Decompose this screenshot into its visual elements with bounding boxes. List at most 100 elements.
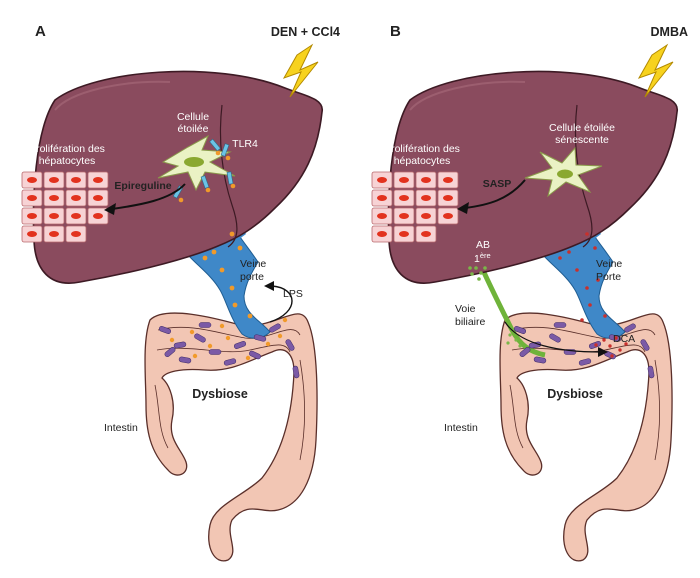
- panel-a-letter: A: [35, 23, 46, 40]
- lps-label: LPS: [283, 288, 303, 300]
- dca-label: DCA: [613, 333, 635, 345]
- lps-dot: [229, 231, 235, 237]
- hepatocyte-nucleus: [49, 231, 59, 237]
- panel-b-letter: B: [390, 23, 401, 40]
- intestine-dots-a: [169, 317, 288, 361]
- ab-label: AB: [476, 239, 490, 251]
- lps-dot: [211, 249, 217, 255]
- dca-dot: [594, 343, 598, 347]
- lps-dot: [192, 353, 198, 359]
- intestine-a: [144, 312, 318, 562]
- hepatocyte-nucleus: [399, 231, 409, 237]
- lps-dot: [245, 355, 251, 361]
- first-label: 1ère: [474, 251, 491, 265]
- hepatocyte-nucleus: [27, 231, 37, 237]
- hepatocyte-nucleus: [93, 195, 103, 201]
- prolif-a-line2: hépatocytes: [39, 155, 96, 167]
- first-num: 1: [474, 253, 480, 265]
- bile-acid-dot: [483, 266, 487, 270]
- liver-b-lobe-line: [574, 104, 593, 248]
- vein-a-line1: Veine: [240, 258, 266, 270]
- hepatocyte-nucleus: [421, 213, 431, 219]
- hepatocyte-nucleus: [443, 177, 453, 183]
- prolif-a-line1: Prolifération des: [29, 143, 105, 155]
- tlr4-receptor: [226, 171, 234, 185]
- bacterium: [198, 322, 212, 328]
- prolif-b-line2: hépatocytes: [394, 155, 451, 167]
- bacterium: [285, 339, 295, 351]
- lightning-bolt-b-icon: [637, 43, 674, 98]
- tlr4-receptor: [200, 175, 210, 189]
- hepatocyte-nucleus: [49, 195, 59, 201]
- lps-dot: [219, 323, 225, 329]
- dca-dot: [618, 348, 622, 352]
- vein-b-line1: Veine: [596, 258, 622, 270]
- hepatocyte-nucleus: [421, 195, 431, 201]
- hepatocyte-nucleus: [377, 177, 387, 183]
- hepatocyte-nucleus: [27, 195, 37, 201]
- dysbiose-b: Dysbiose: [547, 387, 603, 401]
- hepatocyte-nucleus: [71, 177, 81, 183]
- intestine-b-fold: [654, 359, 660, 461]
- hepatocyte-nucleus: [443, 213, 453, 219]
- vein-dots-a: [202, 231, 253, 319]
- intestine-a-fold: [156, 344, 291, 353]
- bile-acid-dot: [506, 341, 510, 345]
- cell-b-line1: Cellule étoilée: [549, 122, 615, 134]
- bacterium: [158, 326, 172, 334]
- dca-dot: [614, 336, 618, 340]
- stellate-nucleus-b: [557, 169, 573, 179]
- bacterium: [253, 334, 267, 342]
- bacterium: [647, 365, 655, 379]
- hepatocyte-nucleus: [399, 195, 409, 201]
- hepatocyte-nucleus: [93, 177, 103, 183]
- lps-dot: [230, 183, 236, 189]
- lps-dot: [282, 317, 288, 323]
- dca-dot: [585, 232, 589, 236]
- sasp-arrow: [464, 179, 526, 209]
- lps-dot: [265, 341, 271, 347]
- intestine-b-fold: [509, 384, 524, 449]
- lps-dot: [215, 150, 221, 156]
- lps-dot: [207, 343, 213, 349]
- lightning-bolt-a-icon: [282, 43, 319, 98]
- lps-dot: [178, 197, 184, 203]
- lps-dot: [225, 335, 231, 341]
- bile-acid-dot: [514, 338, 518, 342]
- lps-arrowhead: [264, 281, 274, 291]
- bacterium: [549, 333, 561, 343]
- bacterium: [173, 341, 187, 349]
- intestin-b: Intestin: [444, 422, 478, 434]
- liver-b-highlight: [409, 80, 526, 111]
- tlr4-receptor: [209, 138, 221, 152]
- epireguline-arrow: [111, 183, 186, 210]
- hepatocyte-nucleus: [27, 213, 37, 219]
- factor-a: Epireguline: [114, 180, 171, 192]
- panel-a: A DEN + CCl4 Prolifération des hépatocyt…: [21, 23, 340, 562]
- lps-dot: [205, 187, 211, 193]
- intestine-b-fold: [511, 344, 646, 353]
- bacterium: [194, 333, 206, 343]
- bacterium: [233, 341, 247, 349]
- bacterium: [164, 347, 176, 357]
- first-sup: ère: [480, 251, 491, 260]
- sasp-arrowhead: [457, 202, 469, 214]
- dca-dot: [585, 286, 589, 290]
- intestine-b-fold: [512, 326, 656, 339]
- bacterium: [640, 339, 650, 351]
- bile-acid-dot: [477, 277, 481, 281]
- bile-acid-dot: [468, 266, 472, 270]
- hepatocyte-nucleus: [421, 177, 431, 183]
- conversion-arrowhead: [598, 347, 608, 357]
- epireguline-arrowhead: [104, 203, 116, 215]
- dysbiose-a: Dysbiose: [192, 387, 248, 401]
- hepatocyte-nucleus: [49, 177, 59, 183]
- dca-dot: [603, 314, 607, 318]
- dca-dot: [610, 354, 614, 358]
- hepatocyte-nucleus: [27, 177, 37, 183]
- bacterium: [269, 323, 281, 333]
- intestin-a: Intestin: [104, 422, 138, 434]
- bacteria-a: [158, 322, 300, 379]
